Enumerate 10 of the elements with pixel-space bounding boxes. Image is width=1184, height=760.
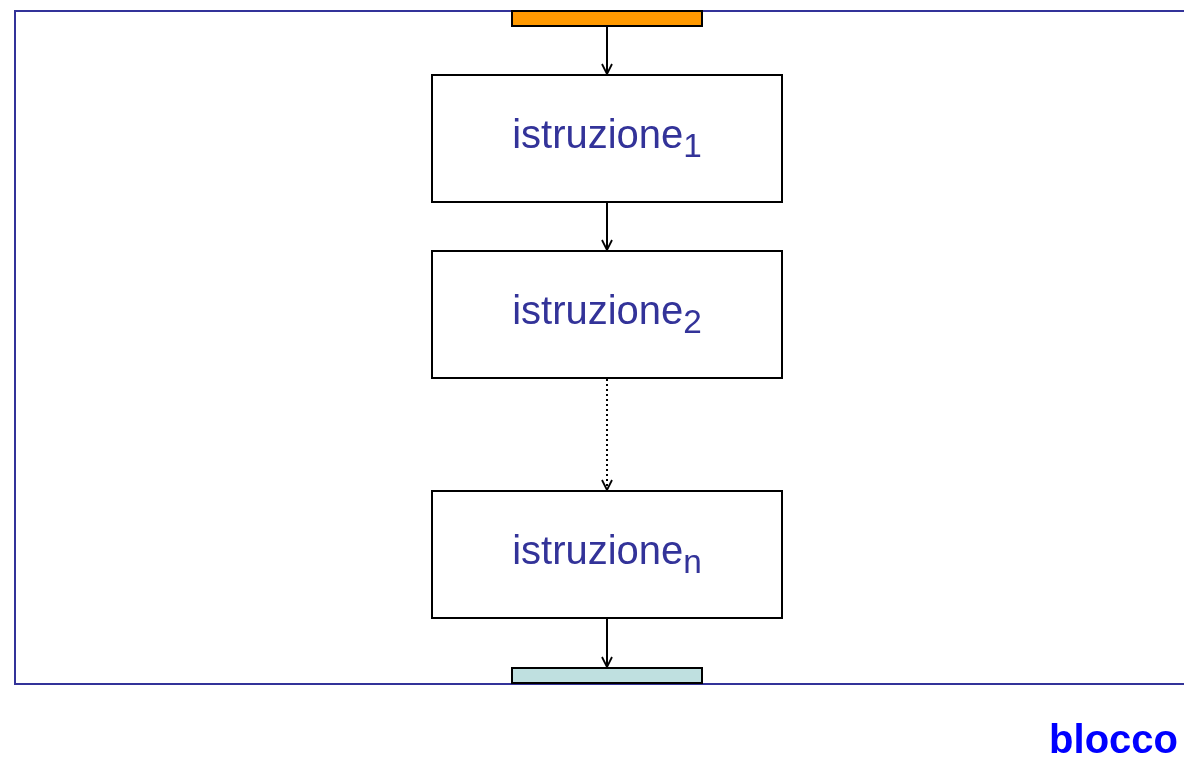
block-title: blocco — [1049, 717, 1178, 760]
process-box: istruzione$_{2}$ — [431, 250, 783, 379]
arrow — [601, 26, 613, 75]
terminal-bar — [511, 10, 703, 27]
arrow — [601, 378, 613, 491]
process-box: istruzione$_{1}$ — [431, 74, 783, 203]
arrow — [601, 618, 613, 668]
process-box: istruzione$_{n}$ — [431, 490, 783, 619]
arrow — [601, 202, 613, 251]
terminal-bar — [511, 667, 703, 684]
